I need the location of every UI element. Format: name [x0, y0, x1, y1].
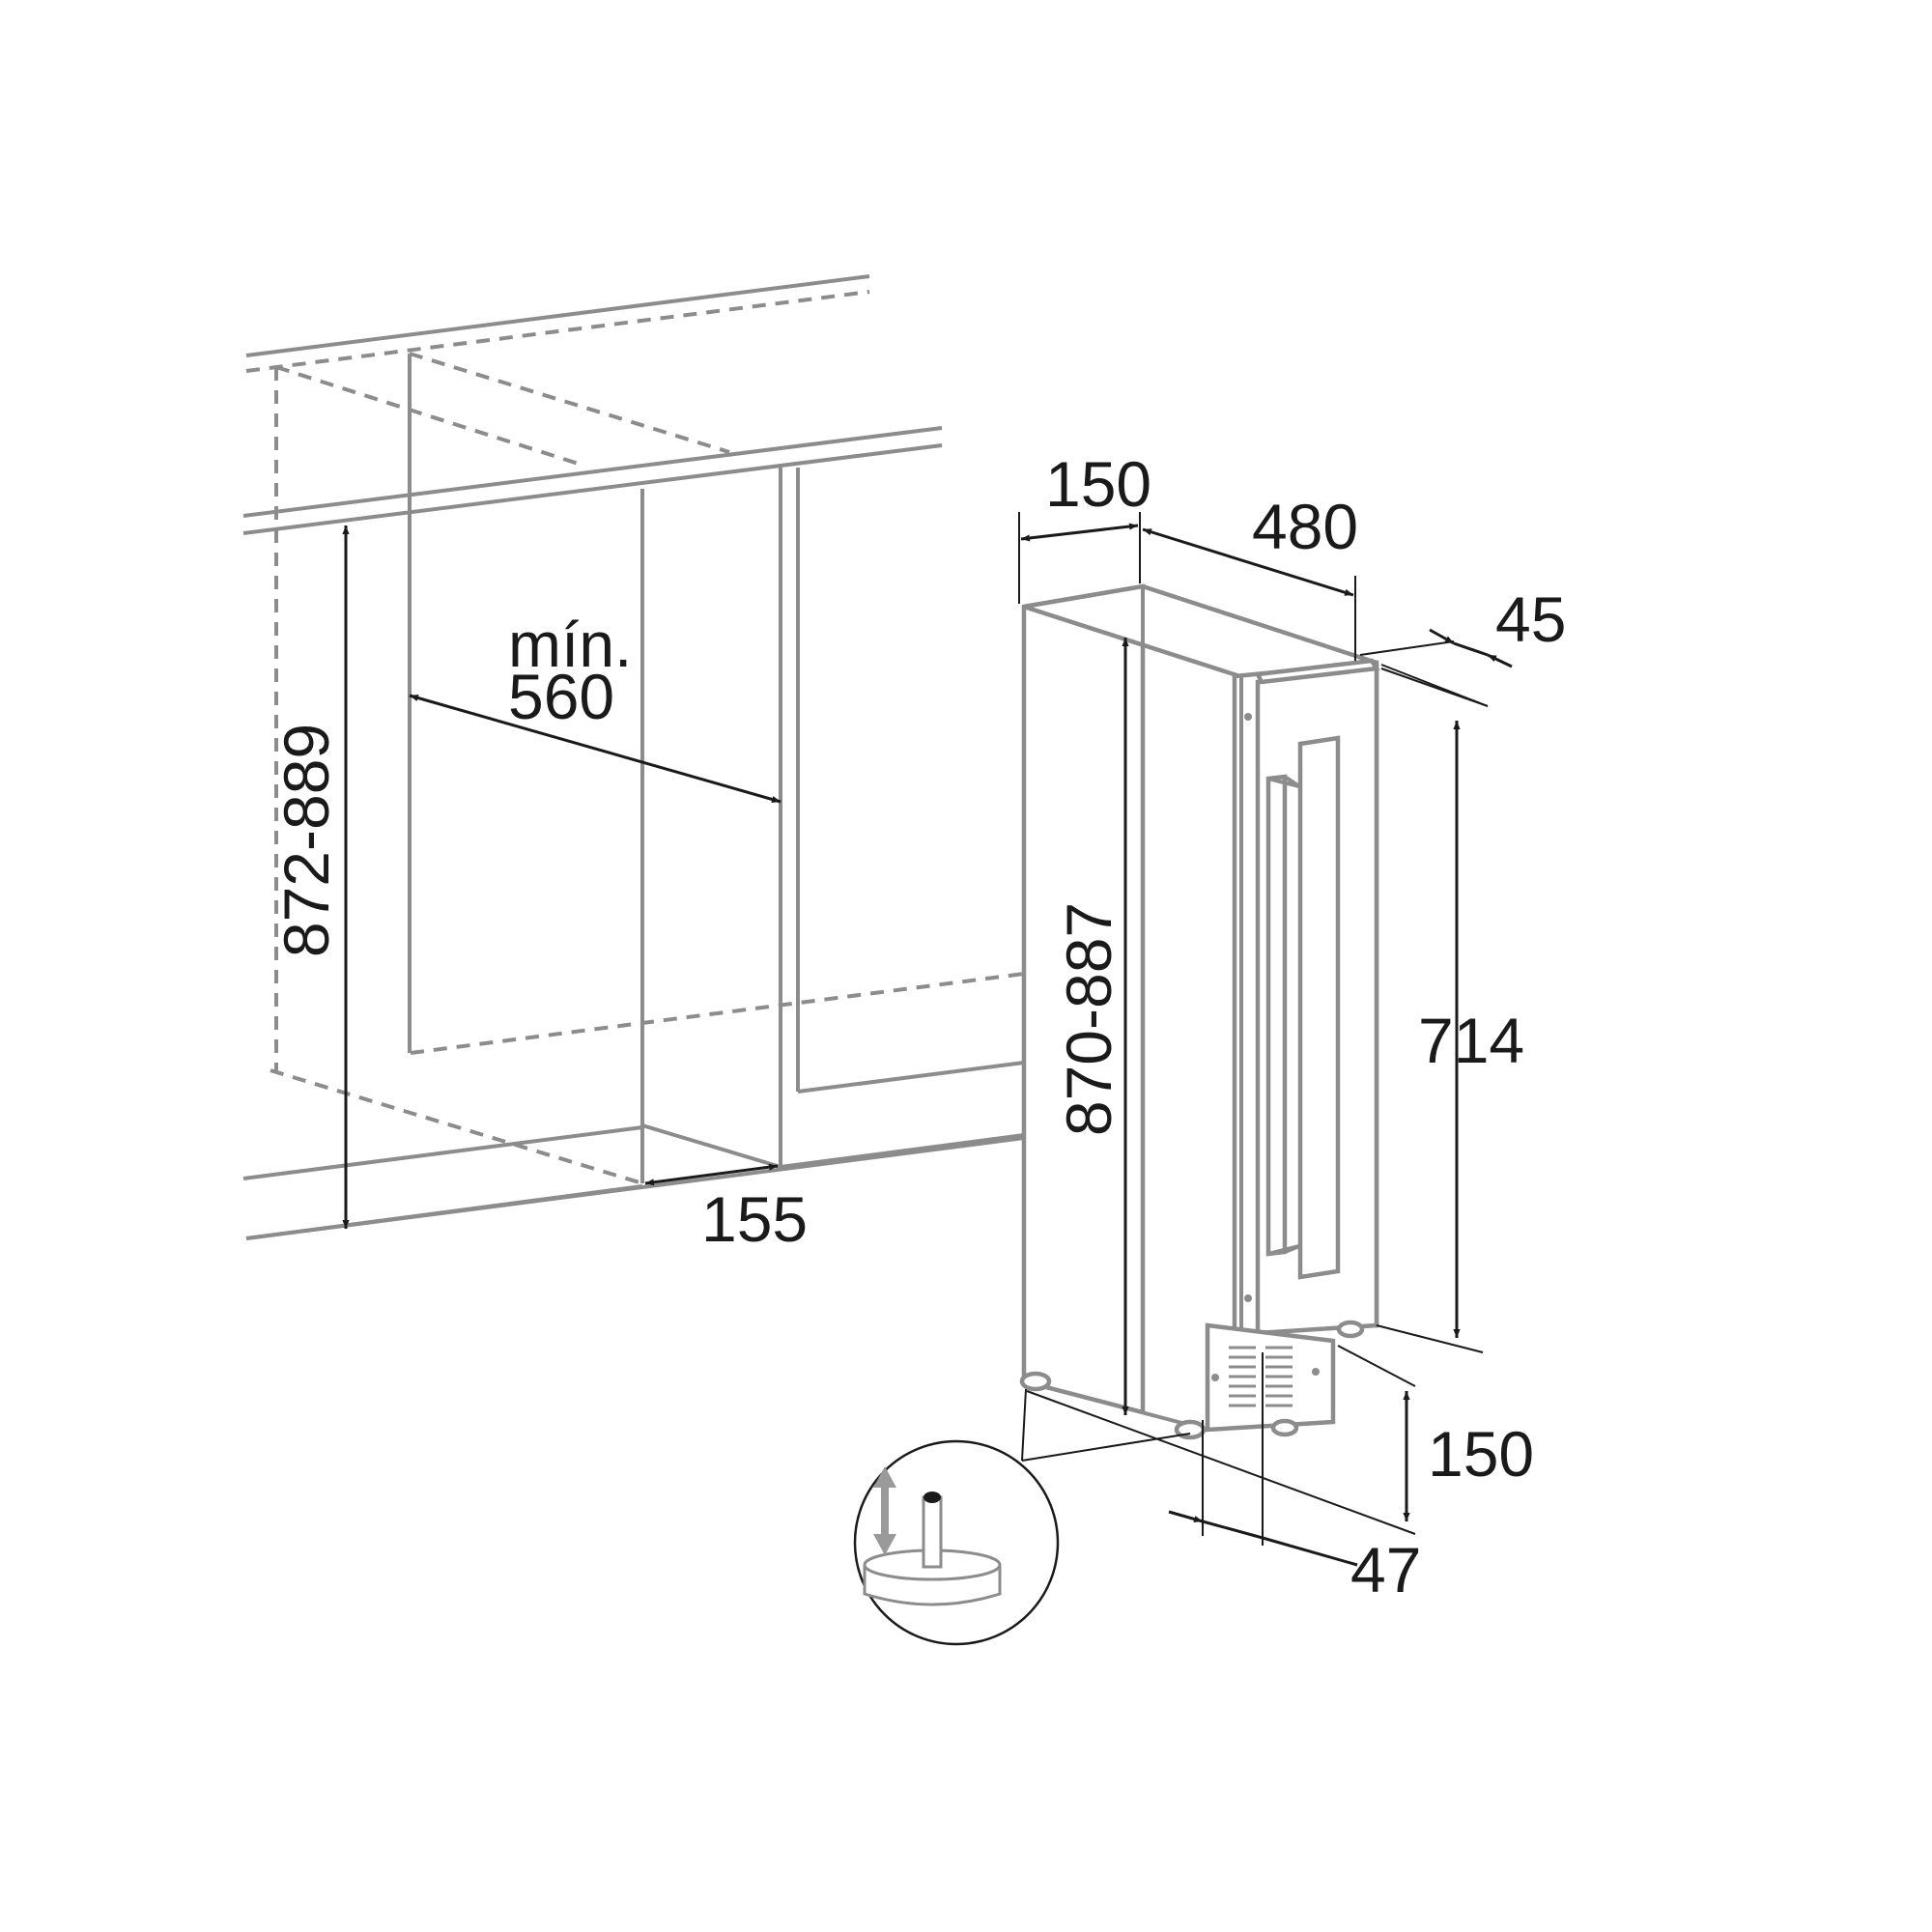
adjustable-foot-detail	[853, 1388, 1191, 1646]
wine-cooler-appliance	[1019, 583, 1380, 1440]
plinth-depth-dimension: 47	[1168, 1352, 1421, 1605]
appliance-height-label: 870-887	[1053, 902, 1124, 1136]
plinth-height-dimension: 150	[1026, 1345, 1534, 1535]
door-height-label: 714	[1418, 1005, 1524, 1076]
side-gap-dimension: 155	[644, 1163, 808, 1255]
min-width-value: 560	[508, 661, 614, 732]
adjustable-foot-icon	[863, 1492, 1002, 1606]
niche-height-label: 872-889	[270, 724, 342, 957]
top-depth-dimension: 480	[1142, 491, 1358, 661]
plinth-height-label: 150	[1428, 1418, 1534, 1490]
appliance-height-dimension: 870-887	[1053, 638, 1129, 1415]
door-offset-label: 45	[1495, 583, 1566, 655]
top-width-label: 150	[1045, 448, 1151, 520]
niche-height-dimension: 872-889	[270, 526, 350, 1229]
top-depth-label: 480	[1252, 491, 1358, 562]
up-down-arrow-icon	[873, 1466, 896, 1555]
ventilation-grille	[1229, 1346, 1293, 1407]
plinth-depth-label: 47	[1350, 1534, 1421, 1605]
min-width-word: mín.	[508, 609, 632, 680]
door-offset-dimension: 45	[1359, 583, 1566, 707]
top-width-dimension: 150	[1018, 448, 1151, 604]
side-gap-label: 155	[701, 1183, 808, 1255]
cabinet-niche	[242, 274, 1025, 1240]
door-height-dimension: 714	[1376, 668, 1524, 1353]
min-width-dimension: mín. 560	[409, 609, 781, 804]
